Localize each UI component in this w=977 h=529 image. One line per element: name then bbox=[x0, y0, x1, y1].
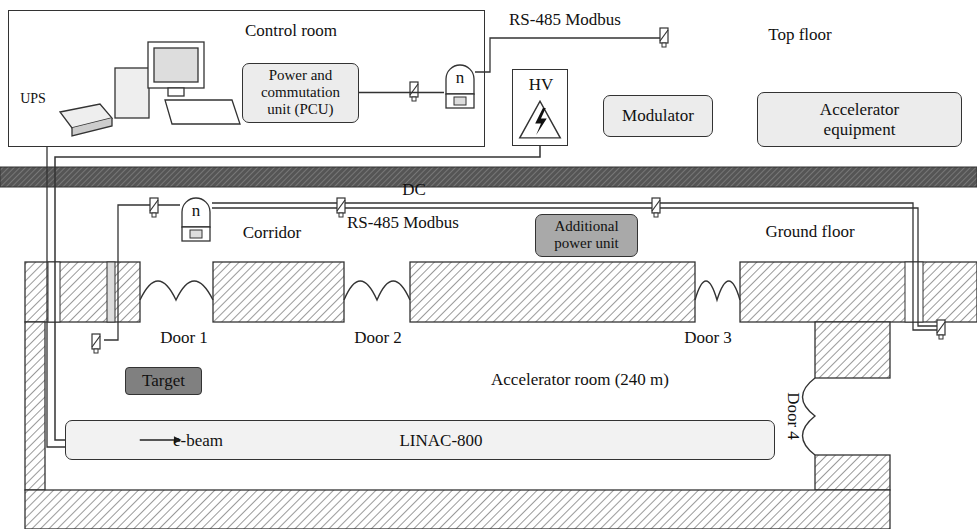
target-box: Target bbox=[125, 367, 202, 395]
pcu-box: Power and commutation unit (PCU) bbox=[242, 63, 359, 123]
node-text: Modulator bbox=[622, 106, 694, 126]
text-label: Door 4 bbox=[784, 392, 803, 440]
text-label: Door 2 bbox=[354, 329, 402, 348]
node-text: Additional power unit bbox=[541, 218, 632, 253]
node-text: HV bbox=[529, 75, 554, 95]
control-room: Control roomPower and commutation unit (… bbox=[8, 10, 485, 147]
node-text: n bbox=[456, 68, 465, 88]
text-label: RS-485 Modbus bbox=[347, 214, 459, 233]
node-text: Target bbox=[142, 371, 185, 391]
modulator-box: Modulator bbox=[603, 95, 713, 137]
node-text: n bbox=[192, 201, 201, 221]
text-label: RS-485 Modbus bbox=[509, 11, 621, 30]
node-text: Accelerator equipment bbox=[800, 100, 920, 139]
text-label: Corridor bbox=[243, 224, 302, 243]
wire-connector bbox=[55, 146, 540, 440]
neutron-detector: n bbox=[444, 64, 476, 110]
additional-power-unit: Additional power unit bbox=[535, 214, 638, 257]
node-text: Power and commutation unit (PCU) bbox=[248, 67, 353, 119]
linac-box: e-beam LINAC-800 bbox=[65, 420, 775, 460]
node-text: Control room bbox=[245, 21, 337, 41]
accelerator-equipment-box: Accelerator equipment bbox=[757, 92, 962, 147]
text-label: Door 1 bbox=[160, 329, 208, 348]
neutron-detector: n bbox=[180, 197, 212, 243]
text-label: Accelerator room (240 m) bbox=[491, 371, 669, 390]
hv-box: HV bbox=[512, 69, 568, 146]
node-text: LINAC-800 bbox=[399, 431, 482, 451]
text-label: Top floor bbox=[768, 26, 832, 45]
text-label: Door 3 bbox=[684, 329, 732, 348]
text-label: Ground floor bbox=[765, 223, 854, 242]
text-label: DC bbox=[402, 181, 426, 200]
node-text: e-beam bbox=[173, 431, 223, 451]
wire-connector bbox=[359, 92, 444, 94]
text-label: UPS bbox=[20, 91, 46, 106]
